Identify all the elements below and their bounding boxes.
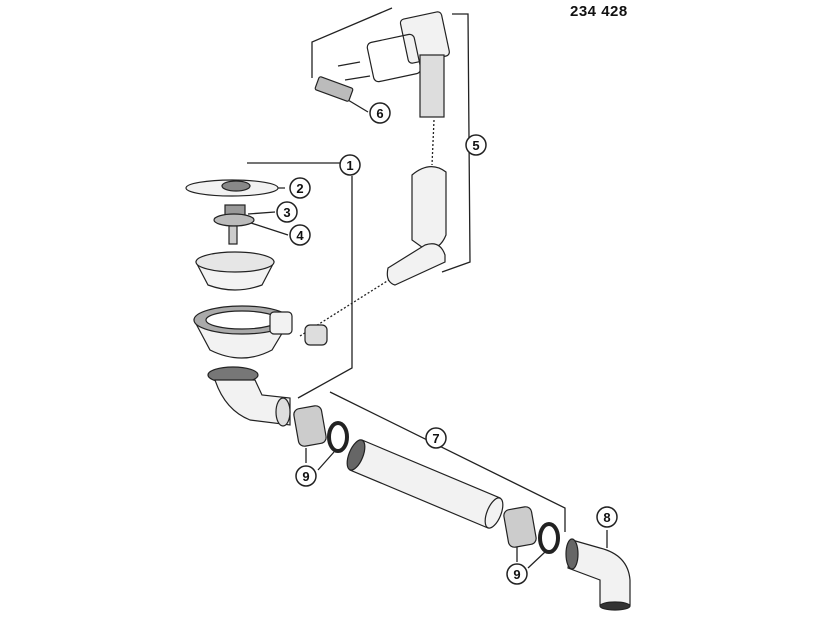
callout-4: 4 [289, 224, 311, 246]
svg-text:4: 4 [296, 228, 304, 243]
bracket-5-top [311, 7, 393, 78]
svg-text:9: 9 [302, 469, 309, 484]
parts [185, 11, 631, 611]
callout-9b: 9 [506, 563, 528, 585]
svg-text:7: 7 [432, 431, 439, 446]
bracket-7 [329, 391, 566, 532]
bracket-1-right [297, 176, 353, 399]
callout-7: 7 [425, 427, 447, 449]
svg-text:3: 3 [283, 205, 290, 220]
plug-nut [213, 213, 255, 227]
callout-2: 2 [289, 177, 311, 199]
long-pipe [349, 439, 501, 529]
callout-8: 8 [596, 506, 618, 528]
overflow-hose [411, 166, 447, 251]
svg-text:8: 8 [603, 510, 610, 525]
svg-text:1: 1 [346, 158, 353, 173]
overflow-clip [314, 76, 354, 102]
overflow-tube-top [419, 54, 445, 118]
elbow-8 [567, 539, 631, 606]
article-number: 234 428 [570, 3, 628, 20]
connector-nut [304, 324, 328, 346]
svg-text:5: 5 [472, 138, 479, 153]
svg-text:6: 6 [376, 106, 383, 121]
callout-6: 6 [369, 102, 391, 124]
callout-3: 3 [276, 201, 298, 223]
svg-text:9: 9 [513, 567, 520, 582]
trap-elbow [214, 379, 291, 426]
nut-9a [293, 405, 327, 447]
seal-9b [538, 522, 560, 554]
callout-1: 1 [339, 154, 361, 176]
callout-5: 5 [465, 134, 487, 156]
overflow-connector [269, 311, 293, 335]
callouts: 1 2 3 4 5 6 7 8 9 9 [276, 102, 618, 585]
overflow-elbow [386, 243, 446, 286]
svg-text:2: 2 [296, 181, 303, 196]
seal-9a [327, 421, 349, 453]
overflow-gasket [366, 33, 422, 83]
callout-9a: 9 [295, 465, 317, 487]
screw [228, 225, 238, 245]
nut-9b [503, 506, 537, 548]
